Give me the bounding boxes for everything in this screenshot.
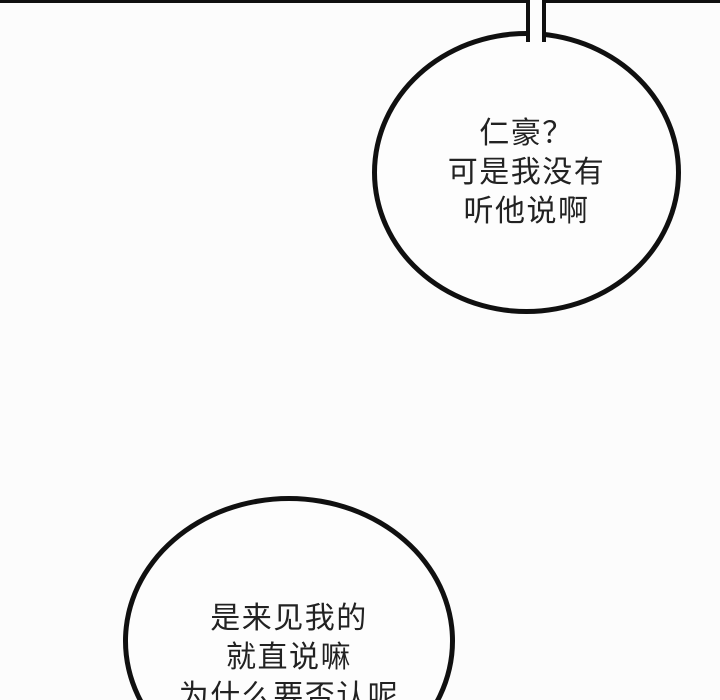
panel-border-top [0,0,720,3]
speech-bubble-bottom-text: 是来见我的 就直说嘛 为什么要否认呢 [128,599,450,700]
speech-line: 为什么要否认呢 [178,680,400,700]
speech-line: 可是我没有 [447,156,606,189]
speech-bubble-tail [526,0,546,42]
speech-bubble-top: 仁豪？ 可是我没有 听他说啊 [372,31,681,314]
speech-bubble-bottom: 是来见我的 就直说嘛 为什么要否认呢 [123,496,455,700]
speech-line: 是来见我的 [210,602,368,635]
speech-bubble-top-text: 仁豪？ 可是我没有 听他说啊 [377,114,676,231]
speech-line: 就直说嘛 [226,641,352,674]
speech-line: 仁豪？ [479,117,574,150]
speech-line: 听他说啊 [463,195,590,228]
